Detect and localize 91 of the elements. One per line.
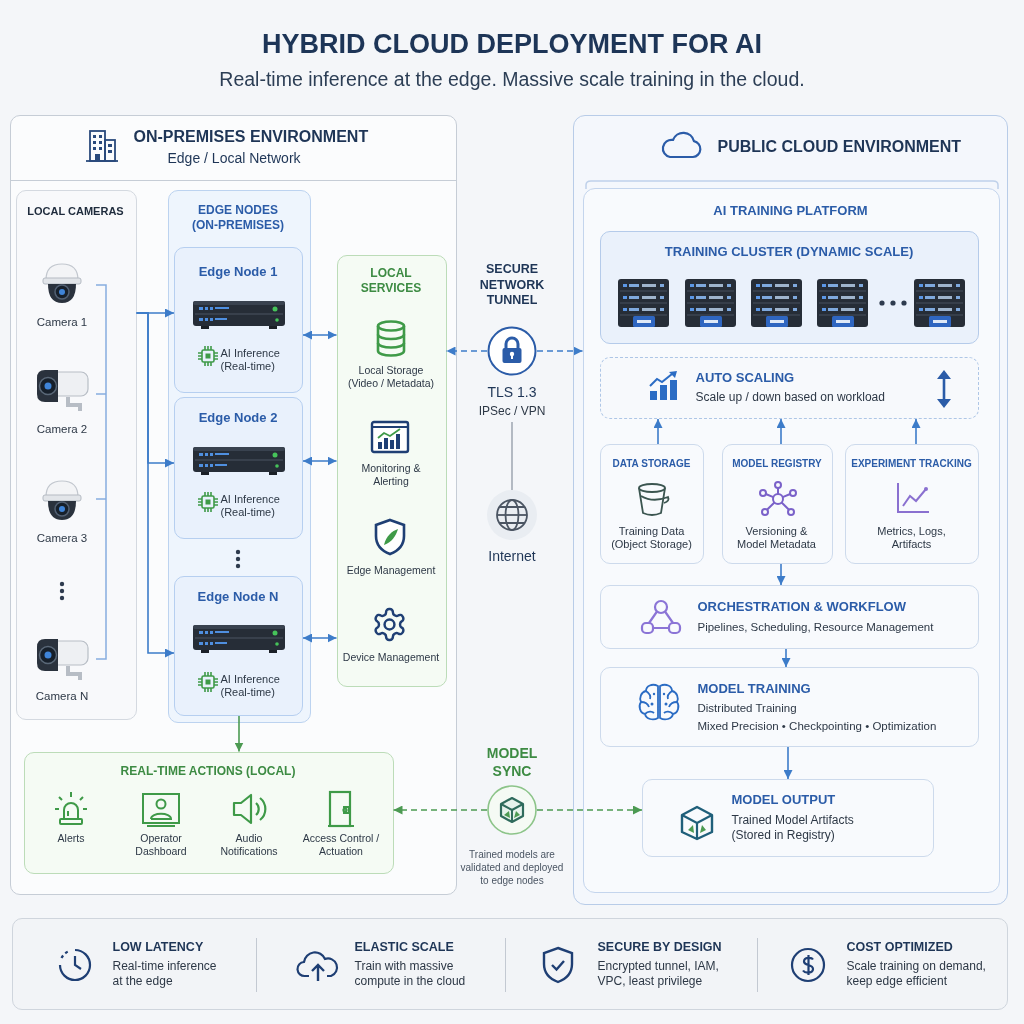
cluster-card <box>600 231 979 344</box>
card-text: Training Data (Object Storage) <box>610 524 693 552</box>
actions-panel <box>23 751 394 874</box>
benefits-bar <box>12 918 1008 1010</box>
arrow <box>302 456 338 466</box>
section-heading: PUBLIC CLOUD ENVIRONMENT <box>717 136 963 157</box>
edge-node-card <box>174 576 303 716</box>
protocol-label: TLS 1.3 <box>486 384 538 402</box>
benefit-text: Encrypted tunnel, IAM, VPC, least privilege <box>597 958 720 989</box>
camera-label: Camera N <box>34 689 90 704</box>
camera-label: Camera 3 <box>35 531 89 546</box>
card-text: Mixed Precision • Checkpointing • Optimization <box>697 718 938 733</box>
arrow <box>234 715 244 753</box>
card-title: DATA STORAGE <box>611 457 692 470</box>
arrow <box>776 418 786 445</box>
network-label: Internet <box>487 548 537 566</box>
arrow <box>536 805 643 815</box>
section-heading: LOCAL SERVICES <box>359 266 423 296</box>
arrow <box>392 805 488 815</box>
section-heading: LOCAL CAMERAS <box>26 205 125 219</box>
card-title: MODEL OUTPUT <box>731 791 837 808</box>
service-card <box>845 444 979 564</box>
card-text: Distributed Training <box>697 700 798 715</box>
action-label: Audio Notifications <box>219 832 279 859</box>
arrow <box>781 648 791 668</box>
card-text: Scale up / down based on workload <box>695 389 886 405</box>
service-card <box>600 444 704 564</box>
service-card <box>722 444 833 564</box>
card-text: Versioning & Model Metadata <box>736 524 817 552</box>
arrow <box>911 418 921 445</box>
environment-panel <box>10 115 457 895</box>
benefit-title: LOW LATENCY <box>112 939 205 956</box>
node-title: Edge Node 1 <box>197 263 279 280</box>
edge-nodes-panel <box>167 189 311 723</box>
benefit-text: Scale training on demand, keep edge efficient <box>846 958 987 989</box>
connector-line <box>511 421 513 491</box>
inference-label: AI Inference (Real-time) <box>220 346 281 374</box>
action-label: Operator Dashboard <box>134 832 188 859</box>
section-heading: ON-PREMISES ENVIRONMENT <box>133 126 370 147</box>
camera-label: Camera 2 <box>35 422 89 437</box>
services-panel <box>336 254 447 687</box>
section-heading: MODEL SYNC <box>485 745 539 780</box>
inference-label: AI Inference (Real-time) <box>220 672 281 700</box>
node-title: Edge Node 2 <box>197 409 279 426</box>
arrow <box>776 563 786 586</box>
edge-node-card <box>174 247 303 393</box>
service-label: Device Management <box>341 651 441 665</box>
arrow <box>135 312 175 658</box>
scaling-card <box>600 357 979 419</box>
arrow <box>302 330 338 340</box>
section-heading: SECURE NETWORK TUNNEL <box>478 262 546 309</box>
inference-label: AI Inference (Real-time) <box>220 492 281 520</box>
action-label: Access Control / Actuation <box>301 832 381 859</box>
arrow <box>653 418 663 445</box>
benefit-text: Train with massive compute in the cloud <box>354 958 467 989</box>
arrow <box>536 346 584 356</box>
node-title: Edge Node N <box>196 588 280 605</box>
process-card <box>600 585 979 649</box>
card-text: Pipelines, Scheduling, Resource Management <box>697 619 935 634</box>
subheading: Edge / Local Network <box>167 149 302 167</box>
benefit-title: SECURE BY DESIGN <box>597 939 723 956</box>
service-label: Monitoring & Alerting <box>360 462 422 489</box>
note-text: Trained models are validated and deployed to edge nodes <box>459 848 565 887</box>
benefit-text: Real-time inference at the edge <box>112 958 218 989</box>
protocol-label: IPSec / VPN <box>477 404 547 419</box>
subtitle: Real-time inference at the edge. Massive scale training in the cloud. <box>218 67 806 92</box>
card-title: AUTO SCALING <box>695 369 796 386</box>
section-heading: REAL-TIME ACTIONS (LOCAL) <box>119 764 297 779</box>
service-label: Edge Management <box>345 564 437 578</box>
arrow <box>783 746 793 780</box>
title: HYBRID CLOUD DEPLOYMENT FOR AI <box>261 28 763 61</box>
card-text: Trained Model Artifacts (Stored in Registry) <box>731 812 855 843</box>
card-title: ORCHESTRATION & WORKFLOW <box>697 598 907 615</box>
card-title: MODEL REGISTRY <box>731 457 823 470</box>
section-heading: AI TRAINING PLATFORM <box>712 203 869 220</box>
arrow <box>445 346 488 356</box>
card-text: Metrics, Logs, Artifacts <box>876 524 947 552</box>
process-card <box>642 779 934 857</box>
edge-node-card <box>174 397 303 539</box>
service-label: Local Storage (Video / Metadata) <box>346 364 436 391</box>
benefit-title: COST OPTIMIZED <box>846 939 954 956</box>
camera-panel <box>15 189 137 720</box>
benefit-title: ELASTIC SCALE <box>354 939 455 956</box>
camera-label: Camera 1 <box>35 315 89 330</box>
section-heading: EDGE NODES (ON-PREMISES) <box>191 203 285 233</box>
card-title: MODEL TRAINING <box>697 680 812 697</box>
process-card <box>600 667 979 747</box>
action-label: Alerts <box>56 832 86 846</box>
card-title: EXPERIMENT TRACKING <box>850 457 973 470</box>
section-heading: TRAINING CLUSTER (DYNAMIC SCALE) <box>663 243 915 260</box>
arrow <box>302 633 338 643</box>
